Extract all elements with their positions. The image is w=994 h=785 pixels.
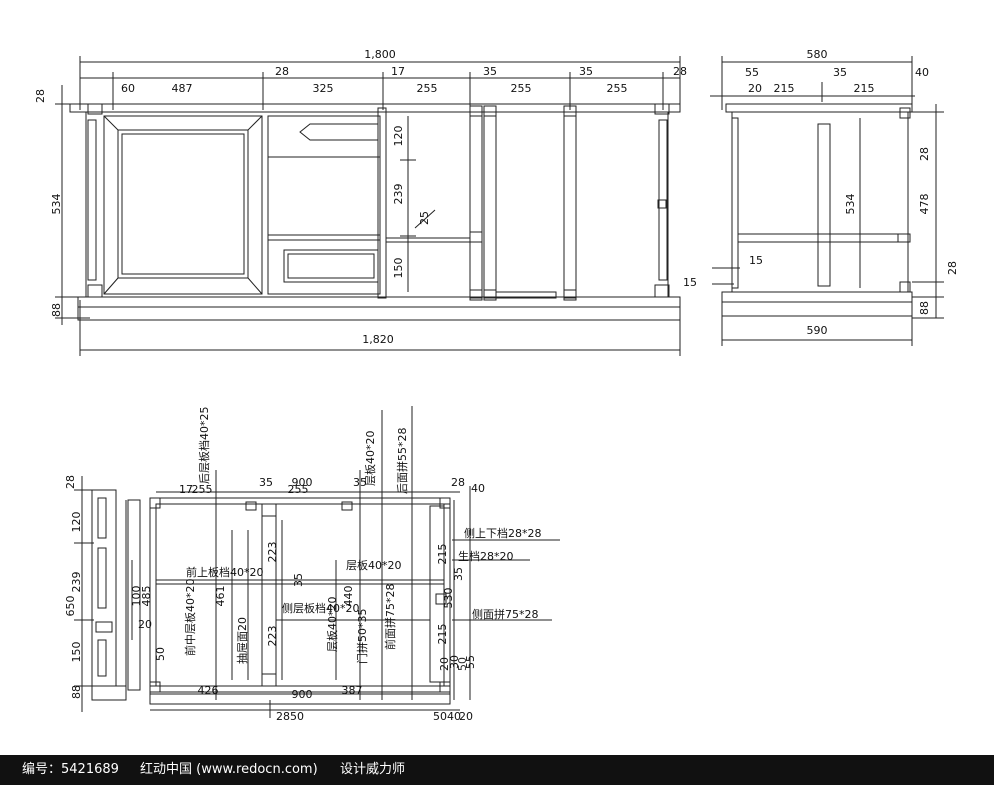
part-label: 门拼50*35: [355, 609, 369, 665]
footer-site: 红动中国 (www.redocn.com): [140, 762, 318, 777]
plan-dim: 35: [353, 476, 367, 489]
plan-view: [74, 406, 560, 718]
part-label: 抽屉面20: [235, 617, 249, 664]
plan-dim: 35: [259, 476, 273, 489]
front-dim: 325: [313, 82, 334, 95]
plan-inner-dim: 223: [266, 626, 279, 647]
part-label: 前中层板40*20: [183, 579, 197, 657]
side-top-total: 580: [807, 48, 828, 61]
part-label: 侧面拼75*28: [472, 607, 539, 621]
part-label: 侧上下档28*28: [464, 526, 542, 540]
side-right-dim: 28: [946, 261, 959, 275]
front-left-dim: 88: [50, 303, 63, 317]
plan-inner-dim: 100: [130, 586, 143, 607]
footer-id: 编号：5421689: [22, 762, 119, 777]
side-bottom-total: 590: [807, 324, 828, 337]
plan-bottom-dim: 900: [292, 688, 313, 701]
side-dim: 215: [854, 82, 875, 95]
side-dim: 55: [745, 66, 759, 79]
plan-inner-dim: 35: [452, 567, 465, 581]
plan-bottom-dim: 40: [447, 710, 461, 723]
plan-dim: 255: [288, 483, 309, 496]
side-right-dim: 478: [918, 194, 931, 215]
front-dimension-labels: 1,800 60 487 28 325 17 255 35 255 35 255…: [34, 48, 687, 346]
part-label: 后层板档40*25: [197, 407, 211, 485]
side-dim: 40: [915, 66, 929, 79]
plan-dim: 900: [292, 476, 313, 489]
side-elevation: [710, 56, 944, 346]
part-label: 侧层板档40*20: [282, 601, 360, 615]
plan-bottom-dim: 20: [438, 657, 451, 671]
front-dim: 35: [579, 65, 593, 78]
front-elevation: [55, 56, 681, 356]
front-dim: 255: [607, 82, 628, 95]
front-top-total: 1,800: [364, 48, 396, 61]
plan-bottom-dim: 50: [456, 657, 469, 671]
plan-inner-dim: 440: [342, 586, 355, 607]
front-dim: 28: [673, 65, 687, 78]
front-dim: 255: [511, 82, 532, 95]
side-dim: 215: [774, 82, 795, 95]
plan-inner-dim: 215: [436, 544, 449, 565]
front-left-dim: 534: [50, 194, 63, 215]
plan-inner-dim: 461: [214, 586, 227, 607]
plan-dim: 28: [64, 475, 77, 489]
plan-bottom-dim: 20: [459, 710, 473, 723]
plan-left-dim: 650: [64, 596, 77, 617]
side-inner-dim: 534: [844, 194, 857, 215]
plan-bottom-dim: 426: [198, 684, 219, 697]
front-dim: 17: [391, 65, 405, 78]
plan-inner-dim: 215: [436, 624, 449, 645]
side-right-dim: 88: [918, 301, 931, 315]
front-inner-dim: 150: [392, 258, 405, 279]
side-dim: 35: [833, 66, 847, 79]
plan-left-dim: 120: [70, 512, 83, 533]
front-left-dim: 28: [34, 89, 47, 103]
plan-inner-dim: 30: [448, 655, 461, 669]
plan-dim: 40: [471, 482, 485, 495]
plan-inner-dim: 530: [442, 588, 455, 609]
part-label: 前面拼75*28: [383, 584, 397, 651]
watermark-footer: 编号：5421689 红动中国 (www.redocn.com) 设计威力师: [0, 755, 994, 785]
part-label: 层板40*20: [346, 558, 402, 572]
plan-dim: 17: [179, 483, 193, 496]
front-dim: 487: [172, 82, 193, 95]
plan-bottom-dim: 55: [464, 655, 477, 669]
plan-inner-dim: 223: [266, 542, 279, 563]
plan-bottom-dim: 387: [342, 684, 363, 697]
plan-dimension-labels: 28 17 255 35 900 255 35 28 40 28 120 239…: [64, 475, 485, 723]
plan-inner-dim: 20: [138, 618, 152, 631]
front-dim: 28: [275, 65, 289, 78]
plan-dim: 28: [451, 476, 465, 489]
side-dimension-labels: 580 55 20 215 35 215 40 590 28 478 28 88…: [683, 48, 959, 337]
side-inner-dim: 15: [749, 254, 763, 267]
side-inner-dim: 15: [683, 276, 697, 289]
plan-part-labels: 后层板档40*25 层板40*20 后面拼55*28 侧上下档28*28 生档2…: [183, 407, 542, 665]
part-label: 生档28*20: [458, 549, 514, 563]
front-bottom-total: 1,820: [362, 333, 394, 346]
footer-designer: 设计威力师: [340, 762, 406, 777]
part-label: 前上板档40*20: [186, 565, 264, 579]
front-inner-dim: 239: [392, 184, 405, 205]
side-dim: 20: [748, 82, 762, 95]
plan-inner-dim: 35: [292, 573, 305, 587]
front-dim: 255: [417, 82, 438, 95]
plan-bottom-dim: 50: [433, 710, 447, 723]
plan-bottom-dim: 2850: [276, 710, 304, 723]
drawing-canvas: 1,800 60 487 28 325 17 255 35 255 35 255…: [34, 48, 959, 723]
part-label: 层板40*20: [325, 597, 339, 653]
front-dim: 35: [483, 65, 497, 78]
front-inner-dim: 120: [392, 126, 405, 147]
part-label: 层板40*20: [363, 431, 377, 487]
part-label: 后面拼55*28: [395, 428, 409, 495]
side-right-dim: 28: [918, 147, 931, 161]
plan-inner-dim: 50: [154, 647, 167, 661]
plan-inner-dim: 485: [140, 586, 153, 607]
front-inner-dim: 25: [418, 211, 431, 225]
plan-left-dim: 239: [70, 572, 83, 593]
plan-left-dim: 88: [70, 685, 83, 699]
plan-left-dim: 150: [70, 642, 83, 663]
plan-dim: 255: [192, 483, 213, 496]
front-dim: 60: [121, 82, 135, 95]
